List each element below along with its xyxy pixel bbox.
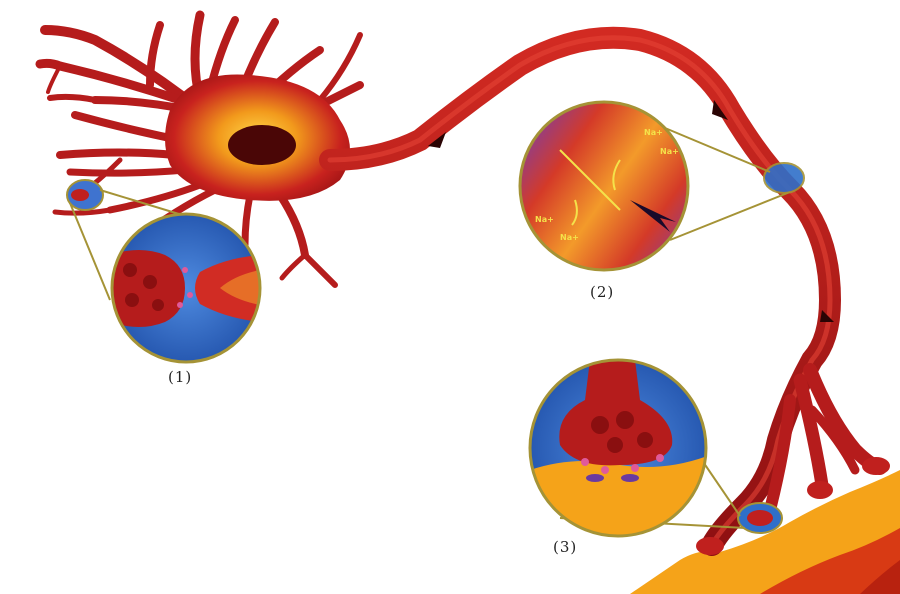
ion-label-4: Na+ [560, 233, 579, 242]
inset-label-3: (3) [553, 538, 577, 556]
nucleus [228, 125, 296, 165]
ion-label-2: Na+ [660, 147, 679, 156]
ion-label-1: Na+ [644, 128, 663, 137]
ion-label-3: Na+ [535, 215, 554, 224]
inset-label-2: (2) [590, 283, 614, 301]
inset-label-1: (1) [168, 368, 192, 386]
inset-circle-1 [110, 214, 260, 362]
inset-circle-3 [530, 360, 710, 540]
